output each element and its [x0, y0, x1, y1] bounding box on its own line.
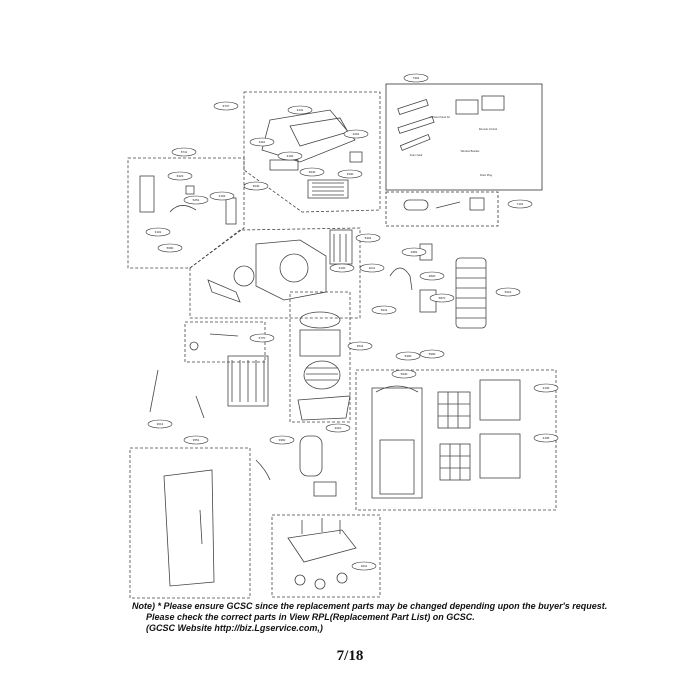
callout-label: 6711 — [181, 150, 188, 154]
callout-label: 6737 — [223, 104, 230, 108]
callout-label: 3141 — [297, 108, 304, 112]
note-line-2: Please check the correct parts in View R… — [146, 612, 475, 622]
top-cover-group-box — [243, 91, 381, 213]
knob-part — [349, 151, 363, 163]
callout-label: 3040 — [253, 184, 260, 188]
callout-label: 7301 — [413, 76, 420, 80]
filter-part — [437, 391, 471, 429]
callout-label: 5990 — [429, 352, 436, 356]
front-panel-group-box — [129, 447, 251, 599]
callout-label: 5251 — [193, 198, 200, 202]
blower-wheel-part — [303, 360, 341, 390]
callout-label: 3210 — [335, 426, 342, 430]
callout-label: 6323 — [177, 174, 184, 178]
callout-label: 6870 — [439, 296, 446, 300]
callout-label: 5401 — [365, 236, 372, 240]
callout-label: 3105 — [543, 436, 550, 440]
top-cover-part — [261, 109, 356, 163]
callout-label: 6770 — [259, 336, 266, 340]
callout-label: 3013 — [157, 422, 164, 426]
note-line-3: (GCSC Website http://biz.Lgservice.com,) — [146, 623, 323, 633]
control-board-part — [139, 175, 155, 213]
accessory-kit-box — [385, 83, 543, 191]
motor-group-box — [189, 227, 361, 319]
callout-label: 5210 — [505, 290, 512, 294]
kit-label: Drain Plug — [480, 173, 493, 177]
callout-label: 3211 — [369, 266, 376, 270]
fan-group-box — [289, 291, 351, 423]
grille-part — [479, 379, 521, 421]
callout-label: 3110 — [259, 140, 266, 144]
kit-label: Remote Control — [479, 127, 498, 131]
motor-housing-part — [255, 239, 327, 301]
evaporator-part — [329, 229, 353, 265]
base-pan-part — [287, 529, 357, 563]
kit-label: 3 Piece Panel Kit — [430, 115, 450, 119]
callout-label: 5990 — [167, 246, 174, 250]
callout-label: 3102 — [287, 154, 294, 158]
rear-frame-part — [371, 387, 423, 499]
callout-label: 3120 — [339, 266, 346, 270]
callout-label: 3201 — [353, 132, 360, 136]
accessory-kit-lower-box — [385, 191, 499, 227]
condenser-part — [227, 355, 269, 407]
exhaust-hose-part — [455, 257, 487, 329]
callout-label: 7101 — [517, 202, 524, 206]
control-panel-group-box — [127, 157, 245, 269]
replacement-parts-note: Note) * Please ensure GCSC since the rep… — [132, 601, 672, 634]
callout-label: 4820 — [429, 274, 436, 278]
callout-label: 3541 — [357, 344, 364, 348]
top-grille-part — [307, 179, 349, 199]
callout-label: 3102 — [219, 194, 226, 198]
compressor-part — [299, 435, 323, 477]
page-number: 7/18 — [336, 648, 364, 664]
callout-label: 3330 — [347, 172, 354, 176]
callout-label: 3551 — [193, 438, 200, 442]
note-line-1: Note) * Please ensure GCSC since the rep… — [132, 601, 608, 611]
callout-label: 3940 — [309, 170, 316, 174]
callout-label: 5940 — [401, 372, 408, 376]
callout-label: 5300 — [405, 354, 412, 358]
callout-oval — [213, 101, 239, 111]
front-panel-part — [163, 469, 215, 587]
kit-label: Window Bracket — [461, 149, 480, 153]
callout-label: 4981 — [411, 250, 418, 254]
callout-label: 3130 — [543, 386, 550, 390]
callout-label: 3960 — [279, 438, 286, 442]
callout-label: 3941 — [381, 308, 388, 312]
fan-shroud-part — [299, 311, 341, 329]
callout-label: 3411 — [361, 564, 368, 568]
kit-label: Foam Seal — [410, 153, 423, 157]
callout-label: 3101 — [155, 230, 162, 234]
